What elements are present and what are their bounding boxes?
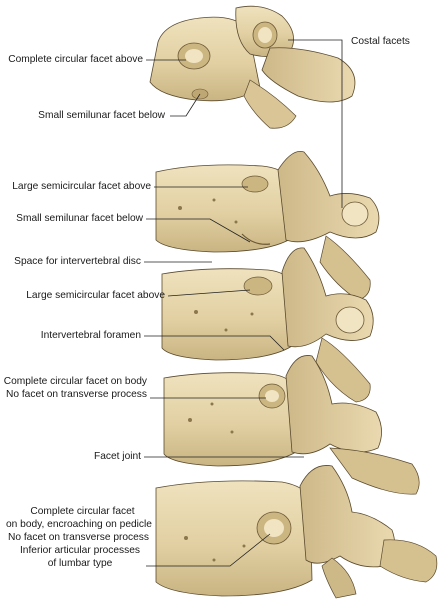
leader-costal-facets [288,39,343,208]
leader-lines [144,39,343,567]
label-intervertebral-foramen: Intervertebral foramen [40,330,141,341]
leader-small-semilunar-facet-below-2 [146,218,251,243]
label-large-semicircular-facet-above-2: Large semicircular facet above [26,290,165,301]
leader-small-semilunar-facet-below-1 [170,93,201,117]
leader-large-semicircular-facet-above-2 [167,289,251,297]
label-facet-joint: Facet joint [94,451,141,462]
label-no-facet-on-transverse-process-2: No facet on transverse process [8,532,149,543]
vertebra-top [149,5,356,129]
label-costal-facets: Costal facets [351,36,410,47]
label-complete-circular-facet-1: Complete circular facet [30,506,135,517]
label-space-for-intervertebral-disc: Space for intervertebral disc [14,256,141,267]
vertebra-4 [163,355,420,495]
label-large-semicircular-facet-above-1: Large semicircular facet above [12,181,151,192]
label-complete-circular-facet-2: on body, encroaching on pedicle [6,519,152,530]
label-inferior-articular-2: of lumbar type [47,558,113,569]
label-small-semilunar-facet-below-2: Small semilunar facet below [16,213,143,224]
label-complete-circular-facet-above: Complete circular facet above [8,54,143,65]
leader-inferior-articular [146,533,271,567]
vertebra-3 [161,247,374,403]
label-no-facet-on-transverse-process-1: No facet on transverse process [6,389,147,400]
vertebra-bottom [155,465,438,599]
label-complete-circular-facet-on-body: Complete circular facet on body [3,376,147,387]
label-small-semilunar-facet-below-1: Small semilunar facet below [38,110,165,121]
label-inferior-articular-1: Inferior articular processes [19,545,141,556]
leader-intervertebral-foramen [144,335,285,351]
